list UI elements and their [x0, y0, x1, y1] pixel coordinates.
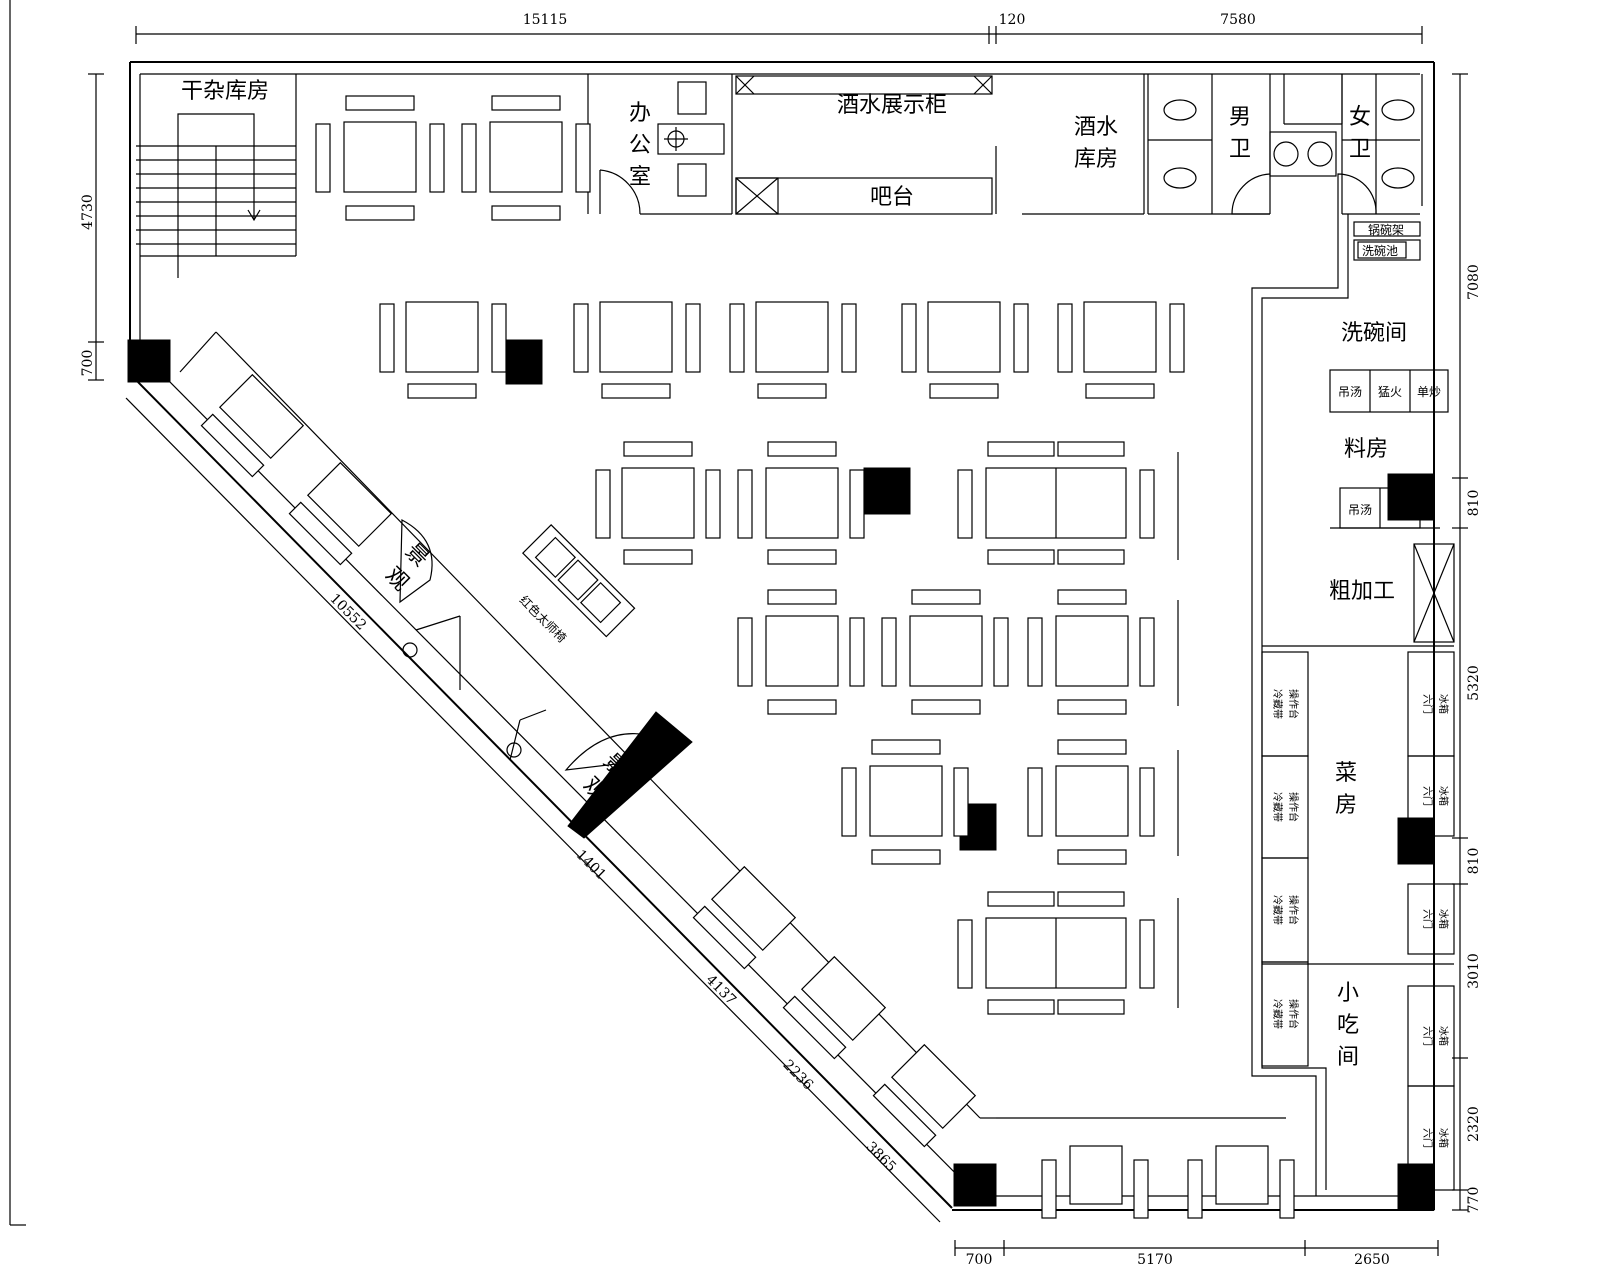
room-bar: 吧台 — [870, 185, 914, 210]
room-wine-display: 酒水展示柜 — [837, 93, 947, 118]
room-mens-1: 男 — [1229, 105, 1251, 130]
dim-bottom-1: 700 — [966, 1252, 993, 1268]
dimension-lines — [9, 0, 1468, 1256]
counter-3-a: 冷藏带 — [1271, 895, 1284, 925]
dim-right-4: 810 — [1466, 848, 1482, 875]
counter-2-a: 冷藏带 — [1271, 792, 1284, 822]
dim-diag-1: 10552 — [326, 591, 369, 634]
counter-4-b: 操作台 — [1287, 999, 1300, 1029]
dim-diag-4: 2236 — [780, 1057, 817, 1094]
toilets — [1147, 74, 1420, 215]
dim-diag-3: 4137 — [703, 972, 740, 1009]
dim-top-2: 120 — [999, 12, 1026, 28]
fridge-1-b: 冰箱 — [1437, 694, 1450, 714]
dim-bottom-3: 2650 — [1354, 1252, 1390, 1268]
room-veg-2: 房 — [1335, 793, 1357, 818]
fridge-4-b: 冰箱 — [1437, 1026, 1450, 1046]
fridge-4-a: 六门 — [1421, 1026, 1434, 1046]
dining-tables — [315, 95, 1295, 1219]
fridge-5-a: 六门 — [1421, 1128, 1434, 1148]
room-womens-2: 卫 — [1349, 137, 1371, 162]
dim-left-2: 700 — [80, 350, 96, 377]
dim-right-3: 5320 — [1466, 665, 1482, 701]
dim-bottom-2: 5170 — [1137, 1252, 1173, 1268]
cold-counters — [1261, 651, 1309, 1067]
dim-right-5: 3010 — [1466, 953, 1482, 989]
room-dishwash: 洗碗间 — [1341, 321, 1407, 346]
room-rough: 粗加工 — [1329, 579, 1395, 604]
station-soup-2: 吊汤 — [1348, 503, 1372, 517]
scenery-1-a: 景 — [400, 539, 433, 572]
label-rack: 锅碗架 — [1368, 222, 1404, 237]
station-fire-2: 猛火 — [1388, 503, 1412, 517]
counter-1-b: 操作台 — [1287, 689, 1300, 719]
room-snack-3: 间 — [1337, 1045, 1359, 1070]
wine-storage — [1022, 74, 1145, 215]
room-snack-2: 吃 — [1337, 1013, 1359, 1038]
dry-storage — [136, 74, 297, 278]
fridge-3-a: 六门 — [1421, 909, 1434, 929]
station-soup-1: 吊汤 — [1338, 385, 1362, 399]
dim-right-6: 2320 — [1466, 1106, 1482, 1142]
dim-right-7: 770 — [1466, 1187, 1482, 1214]
dim-right-2: 810 — [1466, 490, 1482, 517]
room-wine-storage-1: 酒水 — [1074, 115, 1118, 140]
label-wash-pool: 洗碗池 — [1362, 243, 1398, 258]
dim-top-3: 7580 — [1220, 12, 1256, 28]
fridge-1-a: 六门 — [1421, 694, 1434, 714]
diagonal-booths — [200, 373, 977, 1148]
room-snack-1: 小 — [1337, 981, 1359, 1006]
outer-walls — [129, 61, 1435, 1211]
room-dry-storage: 干杂库房 — [181, 79, 269, 104]
bar-area — [735, 75, 997, 215]
dim-diag-2: 1401 — [573, 847, 610, 884]
entrance — [399, 519, 693, 839]
counter-1-a: 冷藏带 — [1271, 689, 1284, 719]
room-prep: 料房 — [1344, 437, 1388, 462]
fridge-2-b: 冰箱 — [1437, 786, 1450, 806]
room-womens-1: 女 — [1349, 105, 1371, 130]
room-office-3: 室 — [629, 165, 651, 190]
dim-left-1: 4730 — [80, 194, 96, 230]
room-mens-2: 卫 — [1229, 137, 1251, 162]
counter-4-a: 冷藏带 — [1271, 999, 1284, 1029]
fridge-5-b: 冰箱 — [1437, 1128, 1450, 1148]
label-red-chair: 红色太师椅 — [517, 592, 570, 645]
dim-right-1: 7080 — [1466, 264, 1482, 300]
room-wine-storage-2: 库房 — [1074, 147, 1118, 172]
room-office-2: 公 — [629, 133, 651, 158]
counter-2-b: 操作台 — [1287, 792, 1300, 822]
scenery-1-b: 观 — [380, 563, 413, 596]
counter-3-b: 操作台 — [1287, 895, 1300, 925]
dim-diag-5: 3865 — [863, 1139, 900, 1176]
fridge-3-b: 冰箱 — [1437, 909, 1450, 929]
dim-top-1: 15115 — [523, 12, 568, 28]
room-veg-1: 菜 — [1335, 761, 1357, 786]
station-fire-1: 猛火 — [1378, 385, 1402, 399]
station-stirfry: 单炒 — [1417, 385, 1441, 399]
structural-columns — [127, 339, 1435, 1211]
fridges — [1407, 651, 1455, 1191]
room-office-1: 办 — [629, 101, 651, 126]
office — [587, 74, 733, 215]
fridge-2-a: 六门 — [1421, 786, 1434, 806]
